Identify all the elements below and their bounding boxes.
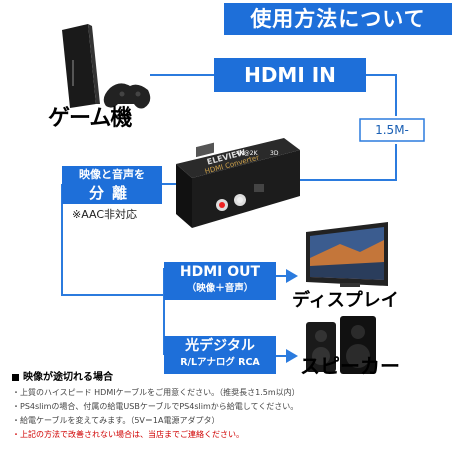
- optical-out-subtitle: R/Lアナログ RCA: [180, 357, 260, 368]
- hdmi-out-subtitle: （映像＋音声）: [186, 283, 254, 294]
- aac-note: ※AAC非対応: [72, 208, 138, 221]
- note-item: ・上質のハイスピード HDMIケーブルをご用意ください。（推奨長さ1.5m以内）: [12, 388, 300, 397]
- badge-4k: 4K@2K: [236, 150, 258, 157]
- game-console-label: ゲーム機: [48, 106, 132, 131]
- separation-label: 映像と音声を 分離: [62, 166, 162, 204]
- length-box: [359, 118, 425, 142]
- speaker-label: スピーカー: [300, 354, 400, 378]
- separation-line2: 分離: [88, 184, 135, 202]
- troubleshooting-notes: 映像が途切れる場合 ・上質のハイスピード HDMIケーブルをご用意ください。（推…: [12, 370, 452, 442]
- note-item: ・給電ケーブルを変えてみます。（5V＝1A電源アダプタ）: [12, 416, 220, 425]
- separation-box: [62, 166, 162, 204]
- note-item-warning: ・上記の方法で改善されない場合は、当店までご連絡ください。: [12, 430, 244, 439]
- converter-device-illustration: [176, 138, 300, 228]
- game-console-illustration: [62, 24, 151, 109]
- arrow-to-speaker: [286, 349, 298, 363]
- note-item: ・PS4slimの場合、付属の給電USBケーブルでPS4slimから給電してくだ…: [12, 402, 299, 411]
- hdmi-out-title: HDMI OUT: [179, 264, 261, 280]
- page-title: 使用方法について: [250, 7, 426, 31]
- optical-out-title: 光デジタル: [185, 338, 255, 354]
- arrow-to-display: [286, 269, 298, 283]
- optical-out-label: 光デジタル R/Lアナログ RCA: [164, 336, 276, 374]
- hdmi-in-label: HDMI IN: [244, 63, 336, 87]
- notes-heading: 映像が途切れる場合: [12, 370, 452, 386]
- square-bullet-icon: [12, 373, 19, 381]
- separation-line1: 映像と音声を: [79, 168, 145, 181]
- display-label: ディスプレイ: [292, 290, 399, 311]
- notes-title: 映像が途切れる場合: [23, 372, 113, 383]
- display-illustration: [306, 222, 388, 287]
- header-banner: [224, 3, 452, 35]
- hdmi-out-box: [164, 262, 276, 300]
- hdmi-out-label: HDMI OUT （映像＋音声）: [164, 262, 276, 300]
- speaker-illustration: [306, 316, 376, 374]
- hdmi-in-banner: [214, 58, 366, 92]
- optical-out-box: [164, 336, 276, 374]
- cable-length-label: 1.5M-: [375, 123, 409, 137]
- badge-3d: 3D: [270, 150, 279, 157]
